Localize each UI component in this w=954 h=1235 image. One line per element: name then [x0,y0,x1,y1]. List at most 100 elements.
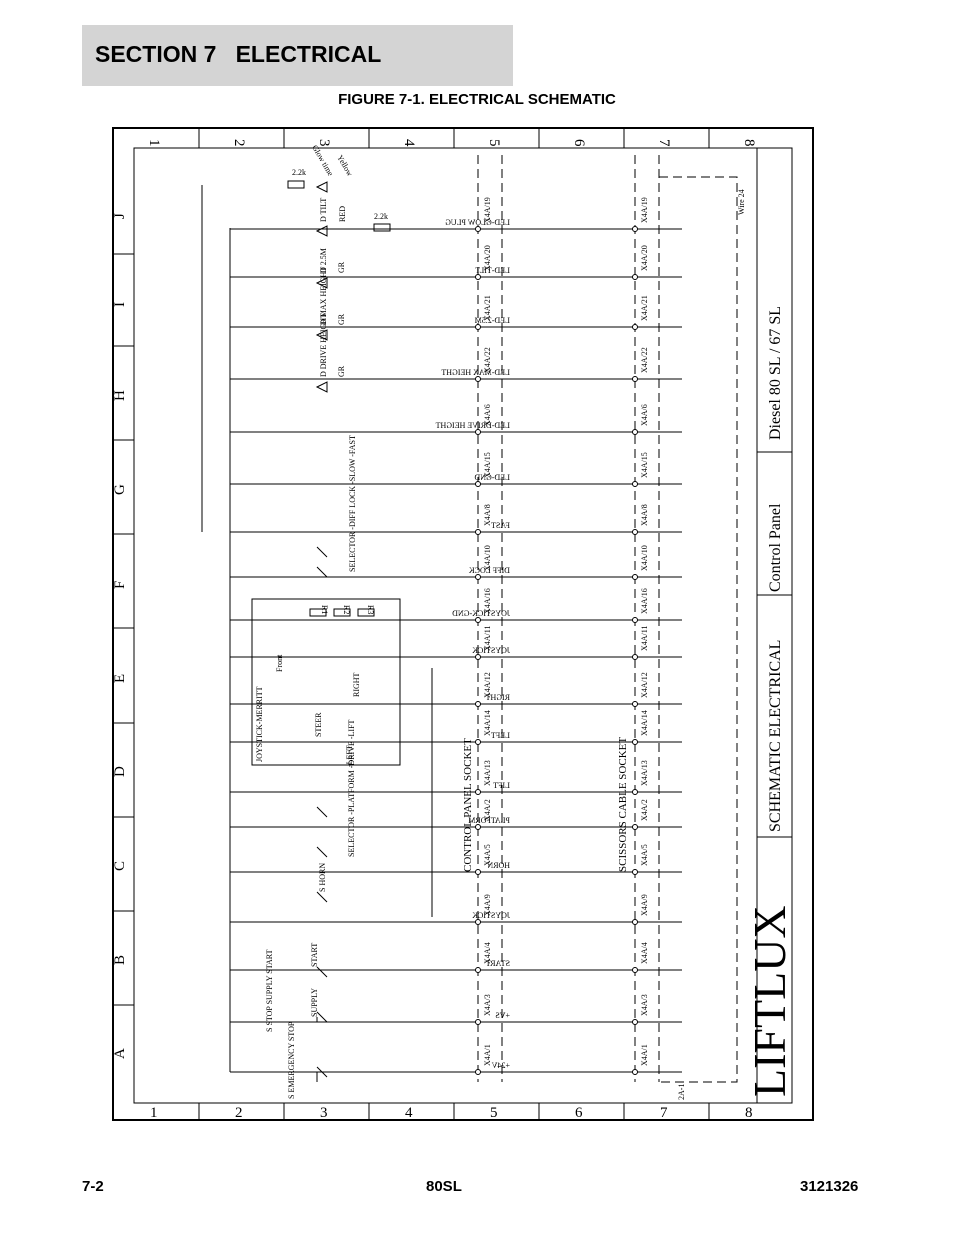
row-label: C [112,861,128,871]
pin-label: X4A/2 [640,799,649,821]
pin-label: X4A/14 [483,710,492,736]
resistor-label-2: 2.2k [374,212,388,221]
title-subtitle: Control Panel [767,503,784,592]
joystick-r1-symbol [309,608,327,617]
footer-page-number: 7-2 [82,1178,104,1195]
d-tilt-label: D TILT [319,198,328,222]
pin-label: X4A/1 [640,1044,649,1066]
signal-label: JOYSTICK-GND [452,609,510,618]
diode-symbol [315,329,328,341]
selector-platform-label: SELECTOR -PLATFORM -DRIVE -LIFT [347,719,356,857]
signal-label: LED-2.5M [475,316,510,325]
socket-pin [475,226,481,232]
pin-label: X4A/10 [483,545,492,571]
signal-label: RIGHT [485,693,510,702]
col-label-bottom: 4 [405,1105,413,1121]
signal-label: JOYSTICK [472,646,510,655]
pin-label: X4A/13 [640,760,649,786]
socket-pin [475,967,481,973]
pin-label: X4A/20 [640,245,649,271]
pin-label: X4A/5 [483,844,492,866]
col-label-top: 7 [656,139,672,147]
socket-pin [632,529,638,535]
d-max-height-label: D MAX HEIGHT [319,267,328,325]
pin-label: X4A/20 [483,245,492,271]
pin-label: X4A/14 [640,710,649,736]
pin-label: X4A/8 [483,504,492,526]
socket-pin [475,1019,481,1025]
signal-label: START [486,959,510,968]
pin-label: X4A/12 [640,672,649,698]
signal-label: LED-GLOW PLUG [445,218,510,227]
col-label-top: 5 [486,139,502,147]
pin-label: X4A/11 [640,626,649,651]
socket-pin [475,481,481,487]
electrical-schematic: 1 2 3 4 5 6 7 8 1 2 3 4 5 6 7 8 A B C D … [112,127,814,1121]
row-label: B [112,955,128,965]
col-label-bottom: 2 [235,1105,243,1121]
joystick-label: JOYSTICK-MERRITT [255,686,264,762]
gr-label-1: GR [337,261,346,273]
r3-label: R3 [366,605,375,614]
pin-label: X4A/6 [483,404,492,426]
pin-label: X4A/15 [640,452,649,478]
pin-label: X4A/9 [483,894,492,916]
col-label-bottom: 7 [660,1105,668,1121]
section-header-band [82,25,513,86]
col-label-bottom: 5 [490,1105,498,1121]
socket-pin [475,739,481,745]
pin-label: X4A/11 [483,626,492,651]
footer-doc-number: 3121326 [800,1178,859,1195]
socket-pin [475,919,481,925]
section-title: SECTION 7 ELECTRICAL [95,41,382,67]
right-label: RIGHT [352,672,361,697]
pin-label: X4A/22 [483,347,492,373]
socket-pin [632,324,638,330]
col-label-bottom: 3 [320,1105,328,1121]
socket-pin [475,654,481,660]
socket-pin [475,789,481,795]
socket-pin [475,701,481,707]
signal-label: FAST [491,521,510,530]
socket-pin [632,274,638,280]
socket-pin [475,429,481,435]
socket-pin [632,481,638,487]
yellow-label: Yellow [335,154,354,178]
col-label-bottom: 1 [150,1105,158,1121]
socket-pin [475,1069,481,1075]
socket-pin [475,274,481,280]
pin-label: X4A/4 [640,942,649,964]
d-25m-label: D 2.5M [319,248,328,273]
row-label: E [112,674,128,683]
col-label-bottom: 8 [745,1105,753,1121]
pin-label: X4A/6 [640,404,649,426]
col-label-top: 1 [146,139,162,147]
pin-label: X4A/1 [483,1044,492,1066]
col-label-top: 6 [571,139,587,147]
red-label: RED [338,206,347,222]
socket-pin [632,789,638,795]
resistor-symbol [287,180,305,189]
pin-label: X4A/3 [640,994,649,1016]
glow-time-label: Glow time [310,144,335,178]
title-main: SCHEMATIC ELECTRICAL [767,640,784,832]
footer-model: 80SL [426,1178,462,1195]
row-label: H [112,390,128,401]
socket-pin [475,824,481,830]
socket-pin [632,824,638,830]
signal-label: LIFT [493,781,510,790]
row-label: A [112,1048,128,1059]
wire-24-label: Wire 24 [737,189,746,215]
pin-label: X4A/5 [640,844,649,866]
schematic-inner-frame [133,147,793,1104]
signal-label: HORN [487,861,510,870]
col-label-bottom: 6 [575,1105,583,1121]
pin-label: X4A/2 [483,799,492,821]
signal-label: LED-MAX HEIGHT [441,368,510,377]
title-model: Diesel 80 SL / 67 SL [767,306,784,440]
resistor-symbol [373,223,391,232]
selector-diff-label: SELECTOR -DIFF LOCK -SLOW -FAST [348,435,357,572]
resistor-label: 2.2k [292,168,306,177]
signal-label: LED-TILT [475,266,510,275]
